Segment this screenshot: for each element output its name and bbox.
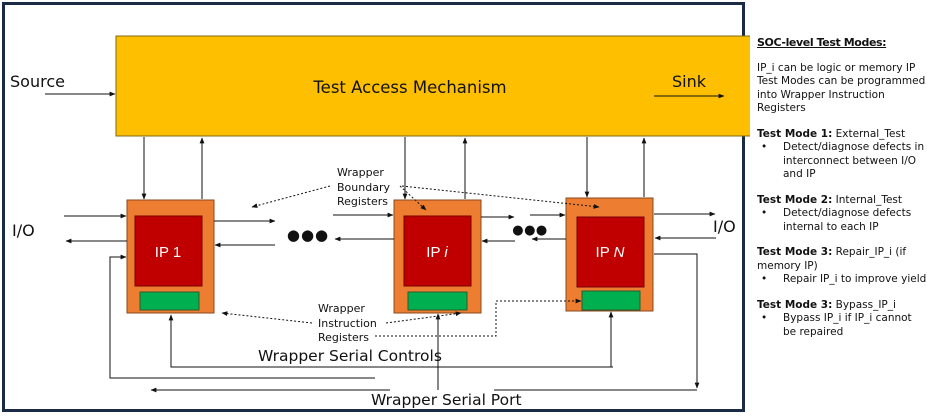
wsp-chain-ipn-out <box>654 253 700 389</box>
wsc-line-ipn <box>400 311 614 368</box>
test-mode-name: External_Test <box>832 127 906 140</box>
ip-1-wrapper: IP 1 <box>126 199 215 314</box>
ip-i-label: IP i <box>426 244 448 261</box>
wir-callout-ipn <box>375 298 582 337</box>
wir-callout-ip1 <box>221 311 313 324</box>
test-modes-intro: IP_i can be logic or memory IP Test Mode… <box>757 62 927 116</box>
wbr-callout-ipi <box>399 185 427 211</box>
ellipsis-2: ●●● <box>512 223 548 238</box>
test-mode-bullet: Detect/diagnose defects internal to each… <box>757 207 927 234</box>
wrapper-boundary-registers-label: Wrapper Boundary Registers <box>337 166 393 208</box>
test-mode-2: Test Mode 2: Internal_Test Detect/diagno… <box>757 194 927 235</box>
wbr-callout-ip1 <box>251 185 331 208</box>
ellipsis-1: ●●● <box>287 226 329 244</box>
ip-1-label: IP 1 <box>155 244 181 261</box>
ip-1-core <box>134 215 203 287</box>
test-mode-bullet: Detect/diagnose defects in interconnect … <box>757 141 927 182</box>
ip-i-core <box>403 215 472 287</box>
ip-1-instruction-register <box>139 291 200 311</box>
test-mode-3-repair: Test Mode 3: Repair_IP_i (if memory IP) … <box>757 246 927 287</box>
test-mode-name: Bypass_IP_i <box>832 298 896 311</box>
ip-n-label: IP N <box>596 244 625 261</box>
wir-callout-ipi <box>385 311 462 324</box>
wrapper-serial-controls-label: Wrapper Serial Controls <box>258 347 442 365</box>
test-mode-name: Internal_Test <box>832 193 903 206</box>
intro-line: Test Modes can be programmed into Wrappe… <box>757 75 926 114</box>
test-mode-1: Test Mode 1: External_Test Detect/diagno… <box>757 128 927 182</box>
ip-n-wrapper: IP N <box>565 197 654 312</box>
wrapper-serial-port-label: Wrapper Serial Port <box>371 391 522 409</box>
ip-i-wrapper: IP i <box>393 199 482 314</box>
test-mode-title: Test Mode 3: <box>757 246 833 258</box>
ip-n-core <box>576 216 645 288</box>
test-mode-3-bypass: Test Mode 3: Bypass_IP_i Bypass IP_i if … <box>757 299 927 340</box>
test-mode-title: Test Mode 1: <box>757 127 833 140</box>
test-modes-panel: SOC-level Test Modes: IP_i can be logic … <box>757 36 927 351</box>
test-mode-bullet: Bypass IP_i if IP_i cannot be repaired <box>757 312 927 339</box>
io-left-label: I/O <box>12 221 35 240</box>
soc-test-diagram: Test Access Mechanism Source Sink IP 1 I… <box>10 35 750 409</box>
test-modes-heading: SOC-level Test Modes: <box>757 36 887 49</box>
intro-line: IP_i can be logic or memory IP <box>757 61 916 74</box>
test-access-mechanism-block <box>115 35 750 137</box>
ip-n-instruction-register <box>581 290 641 311</box>
test-mode-title: Test Mode 2: <box>757 193 833 206</box>
diagram-frame <box>2 2 745 412</box>
test-mode-name: Repair_IP_i (if memory IP) <box>757 246 907 272</box>
io-right-label: I/O <box>713 217 736 236</box>
wrapper-instruction-registers-label: Wrapper Instruction Registers <box>318 302 380 344</box>
wsp-left-loop-to-ip1 <box>109 254 375 379</box>
tam-label: Test Access Mechanism <box>312 78 506 97</box>
sink-label: Sink <box>672 72 707 91</box>
ip-i-instruction-register <box>407 291 468 311</box>
test-mode-title: Test Mode 3: <box>757 298 833 311</box>
source-label: Source <box>10 72 65 91</box>
test-mode-bullet: Repair IP_i to improve yield <box>757 273 927 287</box>
wbr-callout-ipn <box>401 185 600 209</box>
